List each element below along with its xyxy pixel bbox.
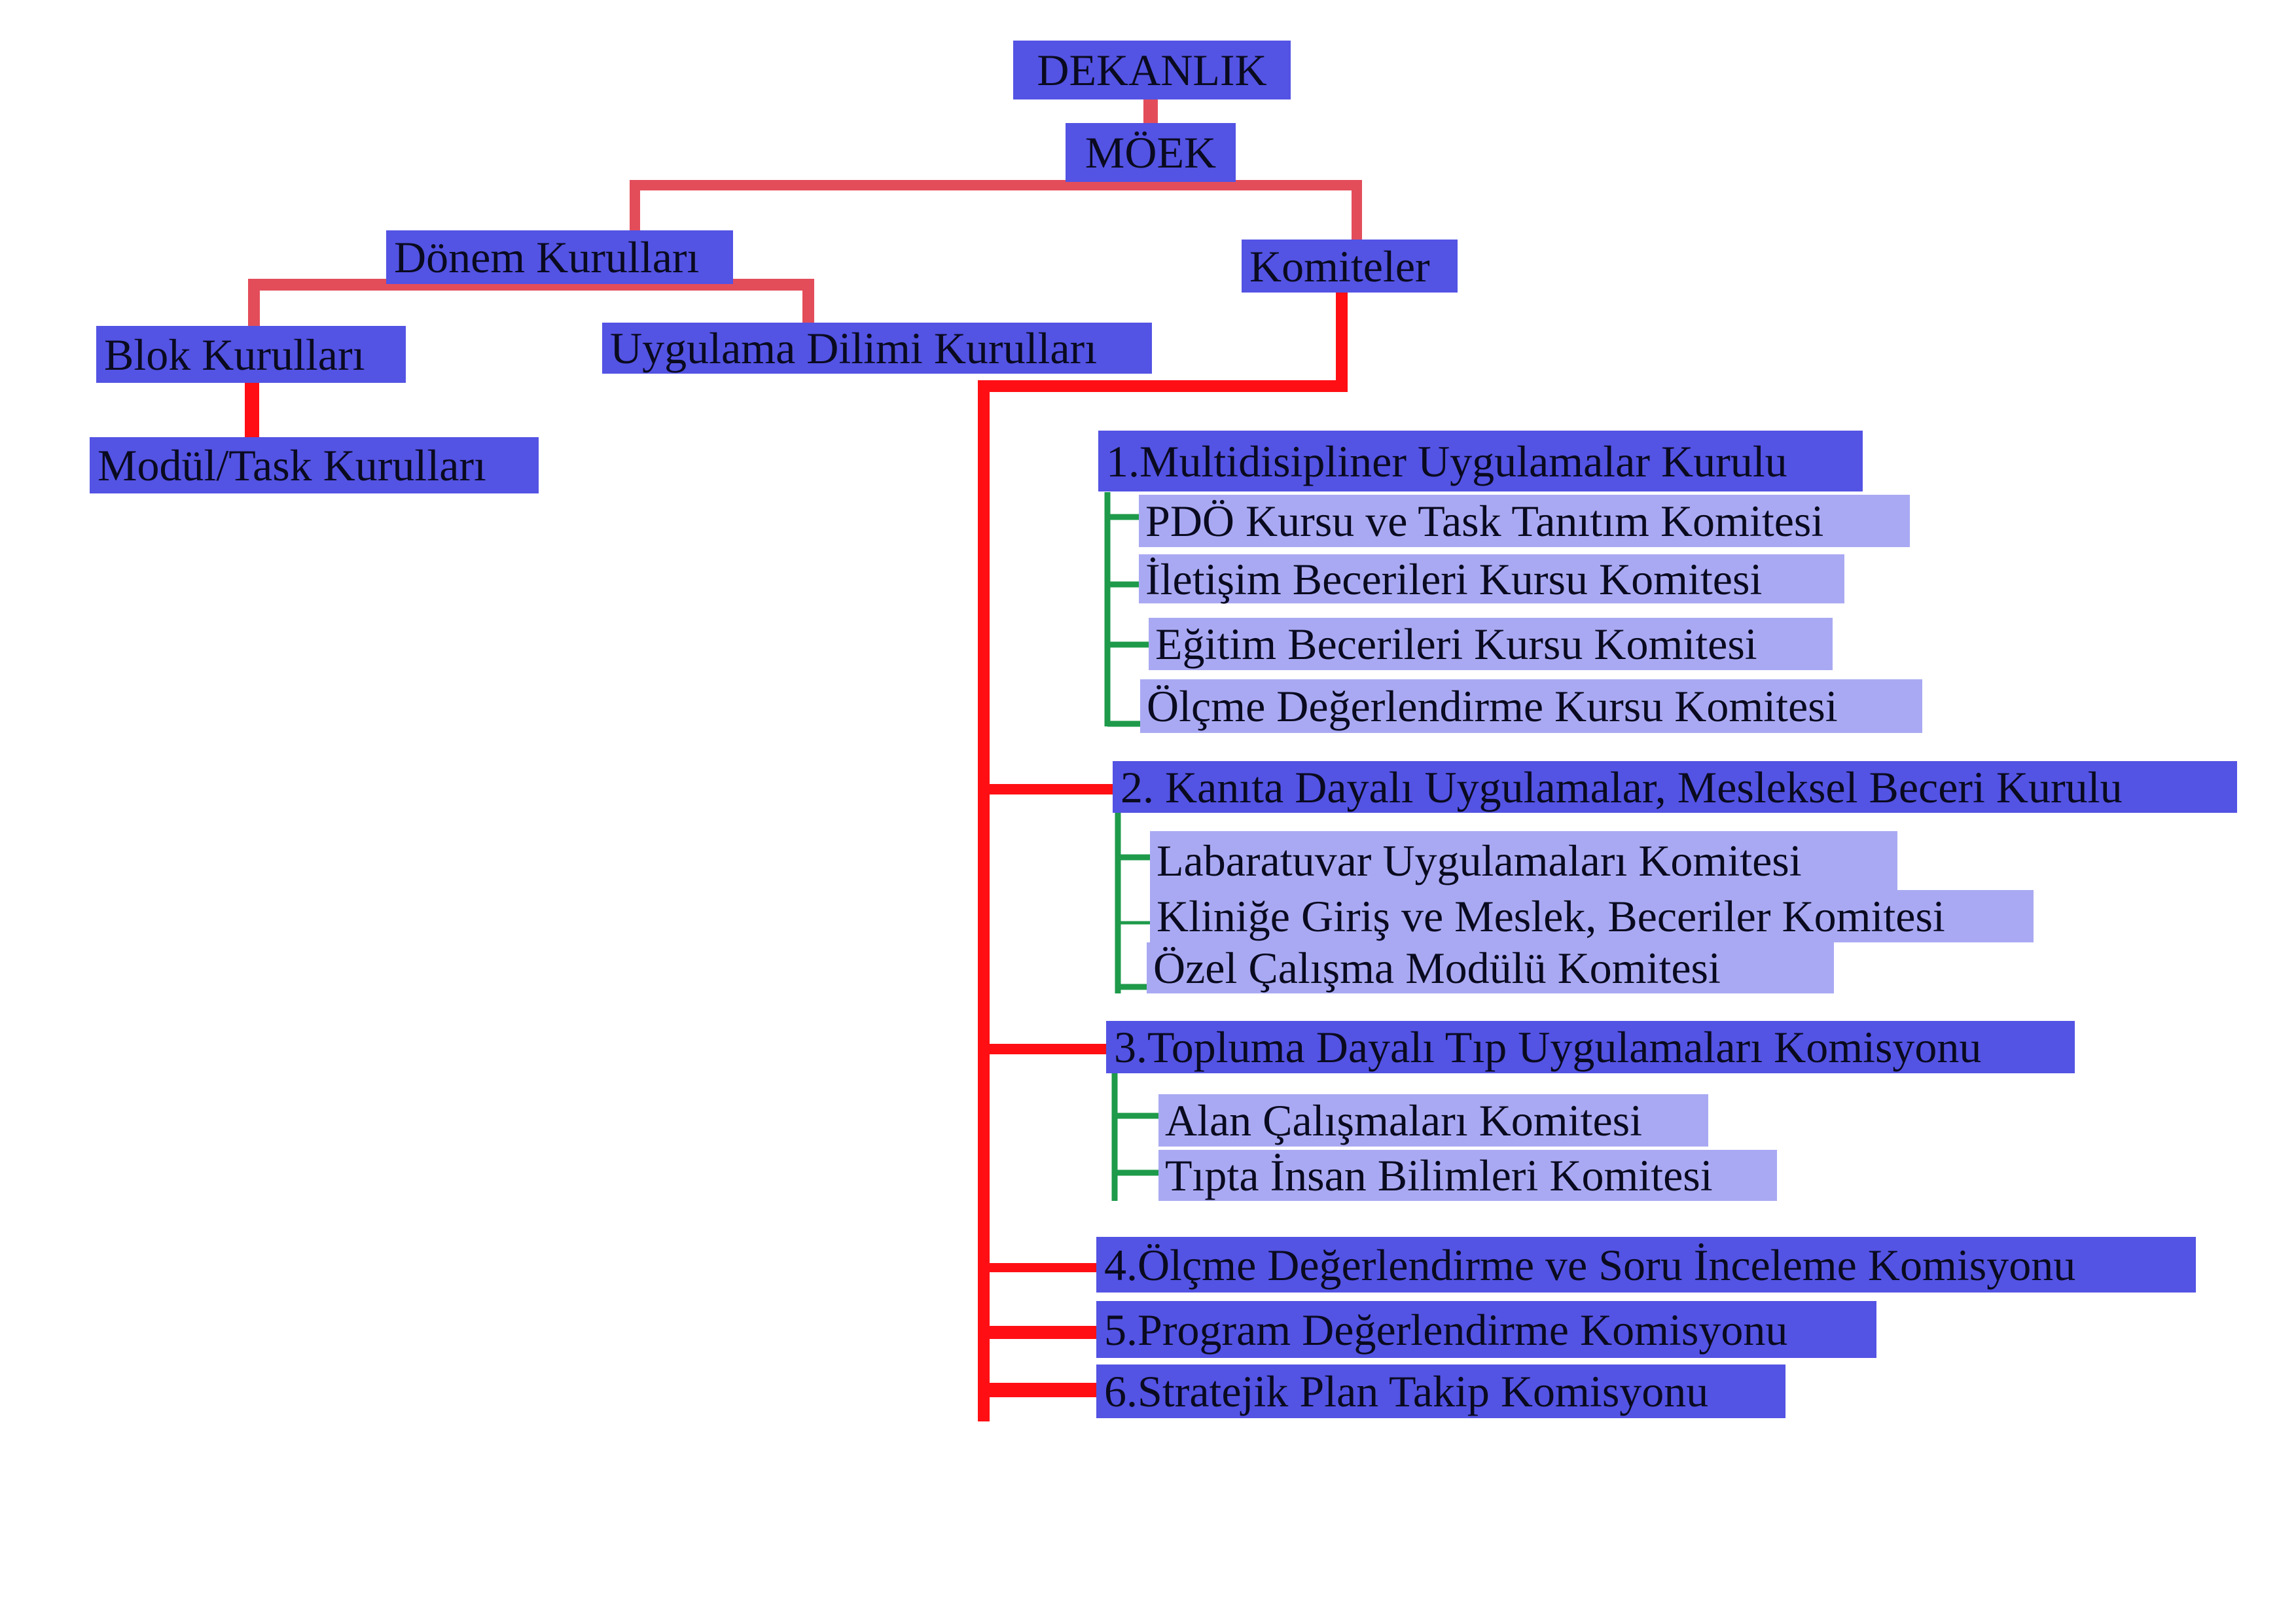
- node-kanita-dayali-uygulamalar-kurulu: 2. Kanıta Dayalı Uygulamalar, Mesleksel …: [1113, 761, 2237, 813]
- node-pdo-kursu-komitesi: PDÖ Kursu ve Task Tanıtım Komitesi: [1139, 495, 1910, 547]
- node-program-degerlendirme-komisyonu: 5.Program Değerlendirme Komisyonu: [1096, 1301, 1876, 1358]
- node-labaratuvar-uygulamalari-komitesi: Labaratuvar Uygulamaları Komitesi: [1150, 831, 1897, 890]
- connector-donem-branches: [248, 279, 814, 327]
- node-iletisim-becerileri-komitesi: İletişim Becerileri Kursu Komitesi: [1139, 554, 1844, 603]
- node-multidisipliner-uygulamalar-kurulu: 1.Multidisipliner Uygulamalar Kurulu: [1098, 431, 1863, 491]
- node-ozel-calisma-modulu-komitesi: Özel Çalışma Modülü Komitesi: [1147, 942, 1834, 993]
- node-dekanlik: DEKANLIK: [1013, 41, 1291, 99]
- node-stratejik-plan-takip-komisyonu: 6.Stratejik Plan Takip Komisyonu: [1096, 1364, 1785, 1418]
- node-klinige-giris-komitesi: Kliniğe Giriş ve Meslek, Beceriler Komit…: [1150, 890, 2034, 942]
- node-modul-task-kurullari: Modül/Task Kurulları: [90, 437, 539, 493]
- node-egitim-becerileri-komitesi: Eğitim Becerileri Kursu Komitesi: [1149, 618, 1833, 670]
- node-topluma-dayali-tip-komisyonu: 3.Topluma Dayalı Tıp Uygulamaları Komisy…: [1106, 1021, 2075, 1073]
- node-moek: MÖEK: [1066, 123, 1236, 182]
- connector-moek-branches: [630, 180, 1362, 242]
- node-alan-calismalari-komitesi: Alan Çalışmaları Komitesi: [1158, 1094, 1708, 1147]
- node-donem-kurullari: Dönem Kurulları: [386, 230, 733, 284]
- node-olcme-degerlendirme-soru-inceleme-komisyonu: 4.Ölçme Değerlendirme ve Soru İnceleme K…: [1096, 1237, 2196, 1293]
- node-olcme-degerlendirme-kursu-komitesi: Ölçme Değerlendirme Kursu Komitesi: [1140, 679, 1922, 733]
- top-connectors: [248, 96, 1362, 327]
- node-tipta-insan-bilimleri-komitesi: Tıpta İnsan Bilimleri Komitesi: [1158, 1150, 1777, 1201]
- node-blok-kurullari: Blok Kurulları: [96, 326, 406, 383]
- node-uygulama-dilimi-kurullari: Uygulama Dilimi Kurulları: [602, 323, 1152, 374]
- connector-komiteler-trunk: [978, 293, 1348, 1421]
- node-komiteler: Komiteler: [1242, 240, 1458, 293]
- komite-connectors: [245, 293, 1348, 1421]
